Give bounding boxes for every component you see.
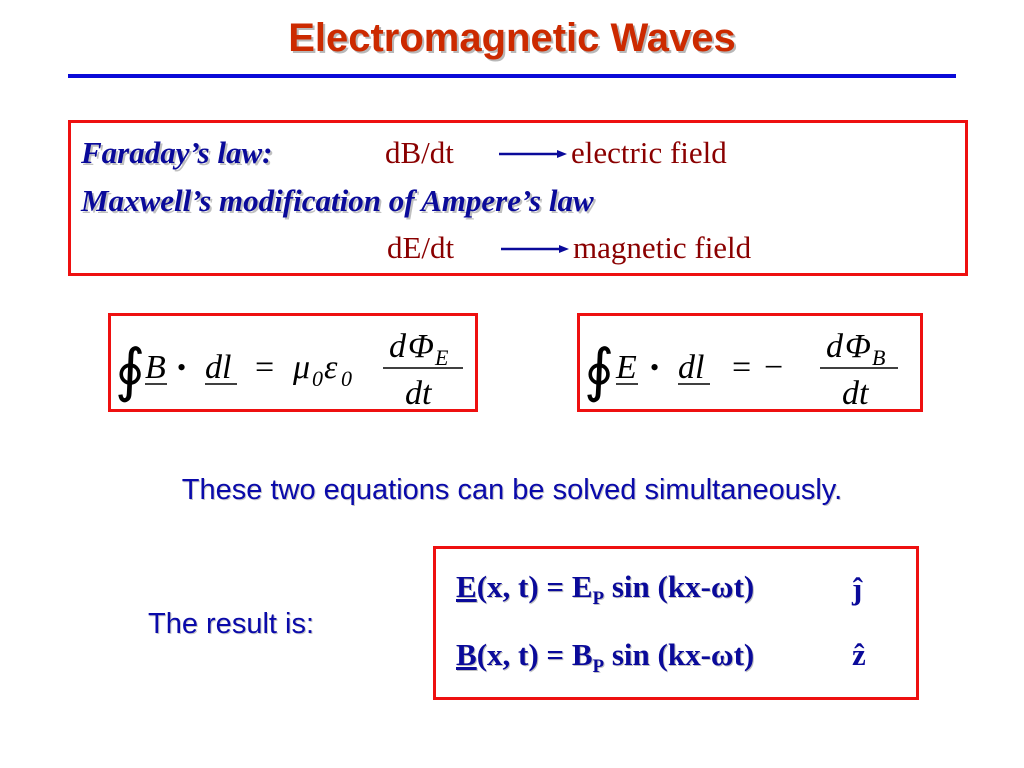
- maxwell-arrow-icon: [501, 245, 569, 253]
- b-field-solution: B(x, t) = BP sin (kx-ωt): [456, 637, 754, 678]
- minus-sign: −: [764, 349, 783, 386]
- epsilon-symbol: ε: [324, 349, 338, 386]
- flux-phi: Φ: [845, 328, 871, 365]
- slide-title: Electromagnetic Waves: [288, 16, 736, 60]
- ampere-maxwell-equation-box: ∮ B • dl = μ 0 ε 0 d Φ E dt: [108, 313, 478, 412]
- maxwell-quantity: dE/dt: [387, 230, 455, 265]
- laws-box: Faraday’s law: dB/dt electric field Maxw…: [68, 120, 968, 276]
- dot-operator: •: [650, 353, 659, 382]
- flux-subscript-e: E: [434, 345, 449, 370]
- b-field-rest: sin (kx-ωt): [604, 637, 755, 672]
- denominator-dt: dt: [405, 375, 433, 409]
- equals-sign: =: [255, 349, 274, 386]
- faraday-arrow-icon: [499, 150, 567, 158]
- e-field-args: (x, t) = E: [476, 569, 593, 604]
- result-label: The result is:: [148, 608, 314, 640]
- denominator-dt: dt: [842, 375, 870, 409]
- e-field-solution: E(x, t) = EP sin (kx-ωt): [456, 569, 754, 610]
- e-field-rest: sin (kx-ωt): [604, 569, 755, 604]
- b-field-subscript: P: [592, 656, 605, 677]
- b-field-symbol: B: [456, 637, 477, 672]
- faraday-quantity: dB/dt: [385, 135, 454, 170]
- e-field-subscript: P: [592, 588, 605, 609]
- faraday-law-label: Faraday’s law:: [81, 135, 273, 170]
- simultaneous-note: These two equations can be solved simult…: [181, 474, 843, 506]
- flux-subscript-b: B: [872, 345, 885, 370]
- closed-integral-symbol: ∮: [115, 338, 145, 403]
- result-box: E(x, t) = EP sin (kx-ωt) ĵ B(x, t) = BP …: [433, 546, 919, 700]
- j-hat-unit-vector: ĵ: [852, 571, 863, 606]
- mu-symbol: μ: [292, 349, 310, 386]
- z-hat-unit-vector: ẑ: [852, 637, 866, 672]
- faraday-equation-box: ∮ E • dl = − d Φ B dt: [577, 313, 923, 412]
- mu-subscript: 0: [312, 366, 323, 391]
- field-b: B: [145, 349, 166, 386]
- faraday-equation: ∮ E • dl = − d Φ B dt: [584, 328, 898, 409]
- maxwell-law-label: Maxwell’s modification of Ampere’s law: [81, 183, 594, 218]
- closed-integral-symbol: ∮: [584, 338, 614, 403]
- ampere-maxwell-equation: ∮ B • dl = μ 0 ε 0 d Φ E dt: [115, 328, 463, 409]
- line-element-dl: dl: [205, 349, 231, 386]
- faraday-result: electric field: [571, 135, 727, 170]
- dot-operator: •: [177, 353, 186, 382]
- maxwell-result: magnetic field: [573, 230, 752, 265]
- equals-sign: =: [732, 349, 751, 386]
- flux-d: d: [389, 328, 407, 365]
- epsilon-subscript: 0: [341, 366, 352, 391]
- e-field-symbol: E: [456, 569, 477, 604]
- flux-phi: Φ: [408, 328, 434, 365]
- line-element-dl: dl: [678, 349, 704, 386]
- flux-d: d: [826, 328, 844, 365]
- b-field-args: (x, t) = B: [476, 637, 593, 672]
- field-e: E: [615, 349, 637, 386]
- title-underline: [68, 74, 956, 78]
